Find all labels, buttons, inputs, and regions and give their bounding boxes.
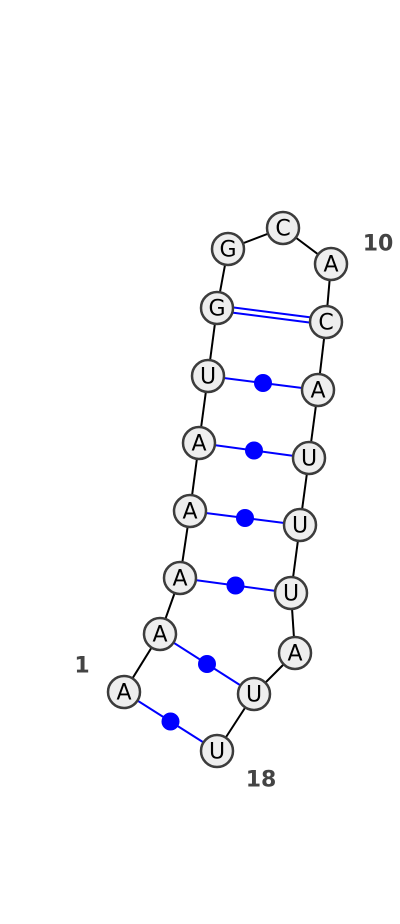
nucleotide-circle (265, 210, 301, 246)
nucleotide-letter: A (191, 432, 206, 457)
nucleotide-letter: A (182, 500, 197, 525)
nucleotide-letter: U (292, 514, 308, 539)
nucleotide-9: C (265, 210, 301, 246)
nucleotide-14: U (282, 507, 318, 543)
nucleotide-circle (199, 733, 235, 769)
nucleotide-letter: A (116, 681, 131, 706)
canonical-pair-line (216, 309, 326, 326)
nucleotide-circle (210, 231, 246, 267)
nucleotide-circle (142, 616, 178, 652)
nucleotide-letter: A (172, 567, 187, 592)
nucleotide-circle (277, 635, 313, 671)
nucleotide-circle (199, 290, 235, 326)
nucleotide-2: A (142, 616, 178, 652)
wobble-pair-dot (198, 655, 216, 673)
nucleotide-5: A (181, 425, 217, 461)
nucleotide-letter: C (318, 311, 333, 336)
nucleotide-circle (291, 440, 327, 476)
nucleotide-letter: U (283, 582, 299, 607)
nucleotide-letter: A (287, 642, 302, 667)
nucleotide-circle (162, 560, 198, 596)
nucleotide-17: U (236, 676, 272, 712)
nucleotide-10: A (313, 246, 349, 282)
nucleotide-18: U (199, 733, 235, 769)
nucleotide-circle (300, 372, 336, 408)
position-label-1: 1 (74, 654, 89, 679)
nucleotide-8: G (210, 231, 246, 267)
wobble-pair-dot (226, 576, 245, 595)
nucleotide-6: U (190, 358, 226, 394)
wobble-pair-dot (254, 374, 272, 392)
nucleotide-3: A (162, 560, 198, 596)
nucleotide-letter: A (310, 379, 325, 404)
nucleotide-letter: U (209, 740, 225, 765)
nucleotide-circle (106, 674, 142, 710)
nucleotide-11: C (308, 304, 344, 340)
nucleotide-4: A (172, 493, 208, 529)
nucleotide-7: G (199, 290, 235, 326)
position-label-layer: 1 10 18 (74, 232, 393, 793)
nucleotide-letter: U (200, 365, 216, 390)
nucleotide-circle (236, 676, 272, 712)
wobble-pair-dot (236, 509, 254, 527)
nucleotide-16: A (277, 635, 313, 671)
nucleotide-letter: C (275, 217, 290, 242)
wobble-pair-dot (161, 712, 180, 731)
base-pair-layer (123, 304, 327, 752)
nucleotide-circle (172, 493, 208, 529)
position-label-10: 10 (363, 232, 394, 257)
nucleotide-letter: G (208, 297, 225, 322)
nucleotide-circle (181, 425, 217, 461)
canonical-pair-line (217, 304, 327, 321)
position-label-18: 18 (246, 768, 277, 793)
nucleotide-1: A (106, 674, 142, 710)
nucleotide-13: U (291, 440, 327, 476)
nucleotide-letter: A (323, 253, 338, 278)
wobble-pair-dot (245, 441, 263, 460)
nucleotide-12: A (300, 372, 336, 408)
nucleotide-letter: U (246, 683, 262, 708)
nucleotide-circle (190, 358, 226, 394)
nucleotide-circle (282, 507, 318, 543)
nucleotide-letter: U (301, 447, 317, 472)
nucleotide-circle (313, 246, 349, 282)
nucleotide-circle (273, 575, 309, 611)
nucleotide-15: U (273, 575, 309, 611)
nucleotide-letter: G (219, 238, 236, 263)
nucleotide-circle (308, 304, 344, 340)
nucleotide-letter: A (152, 623, 167, 648)
